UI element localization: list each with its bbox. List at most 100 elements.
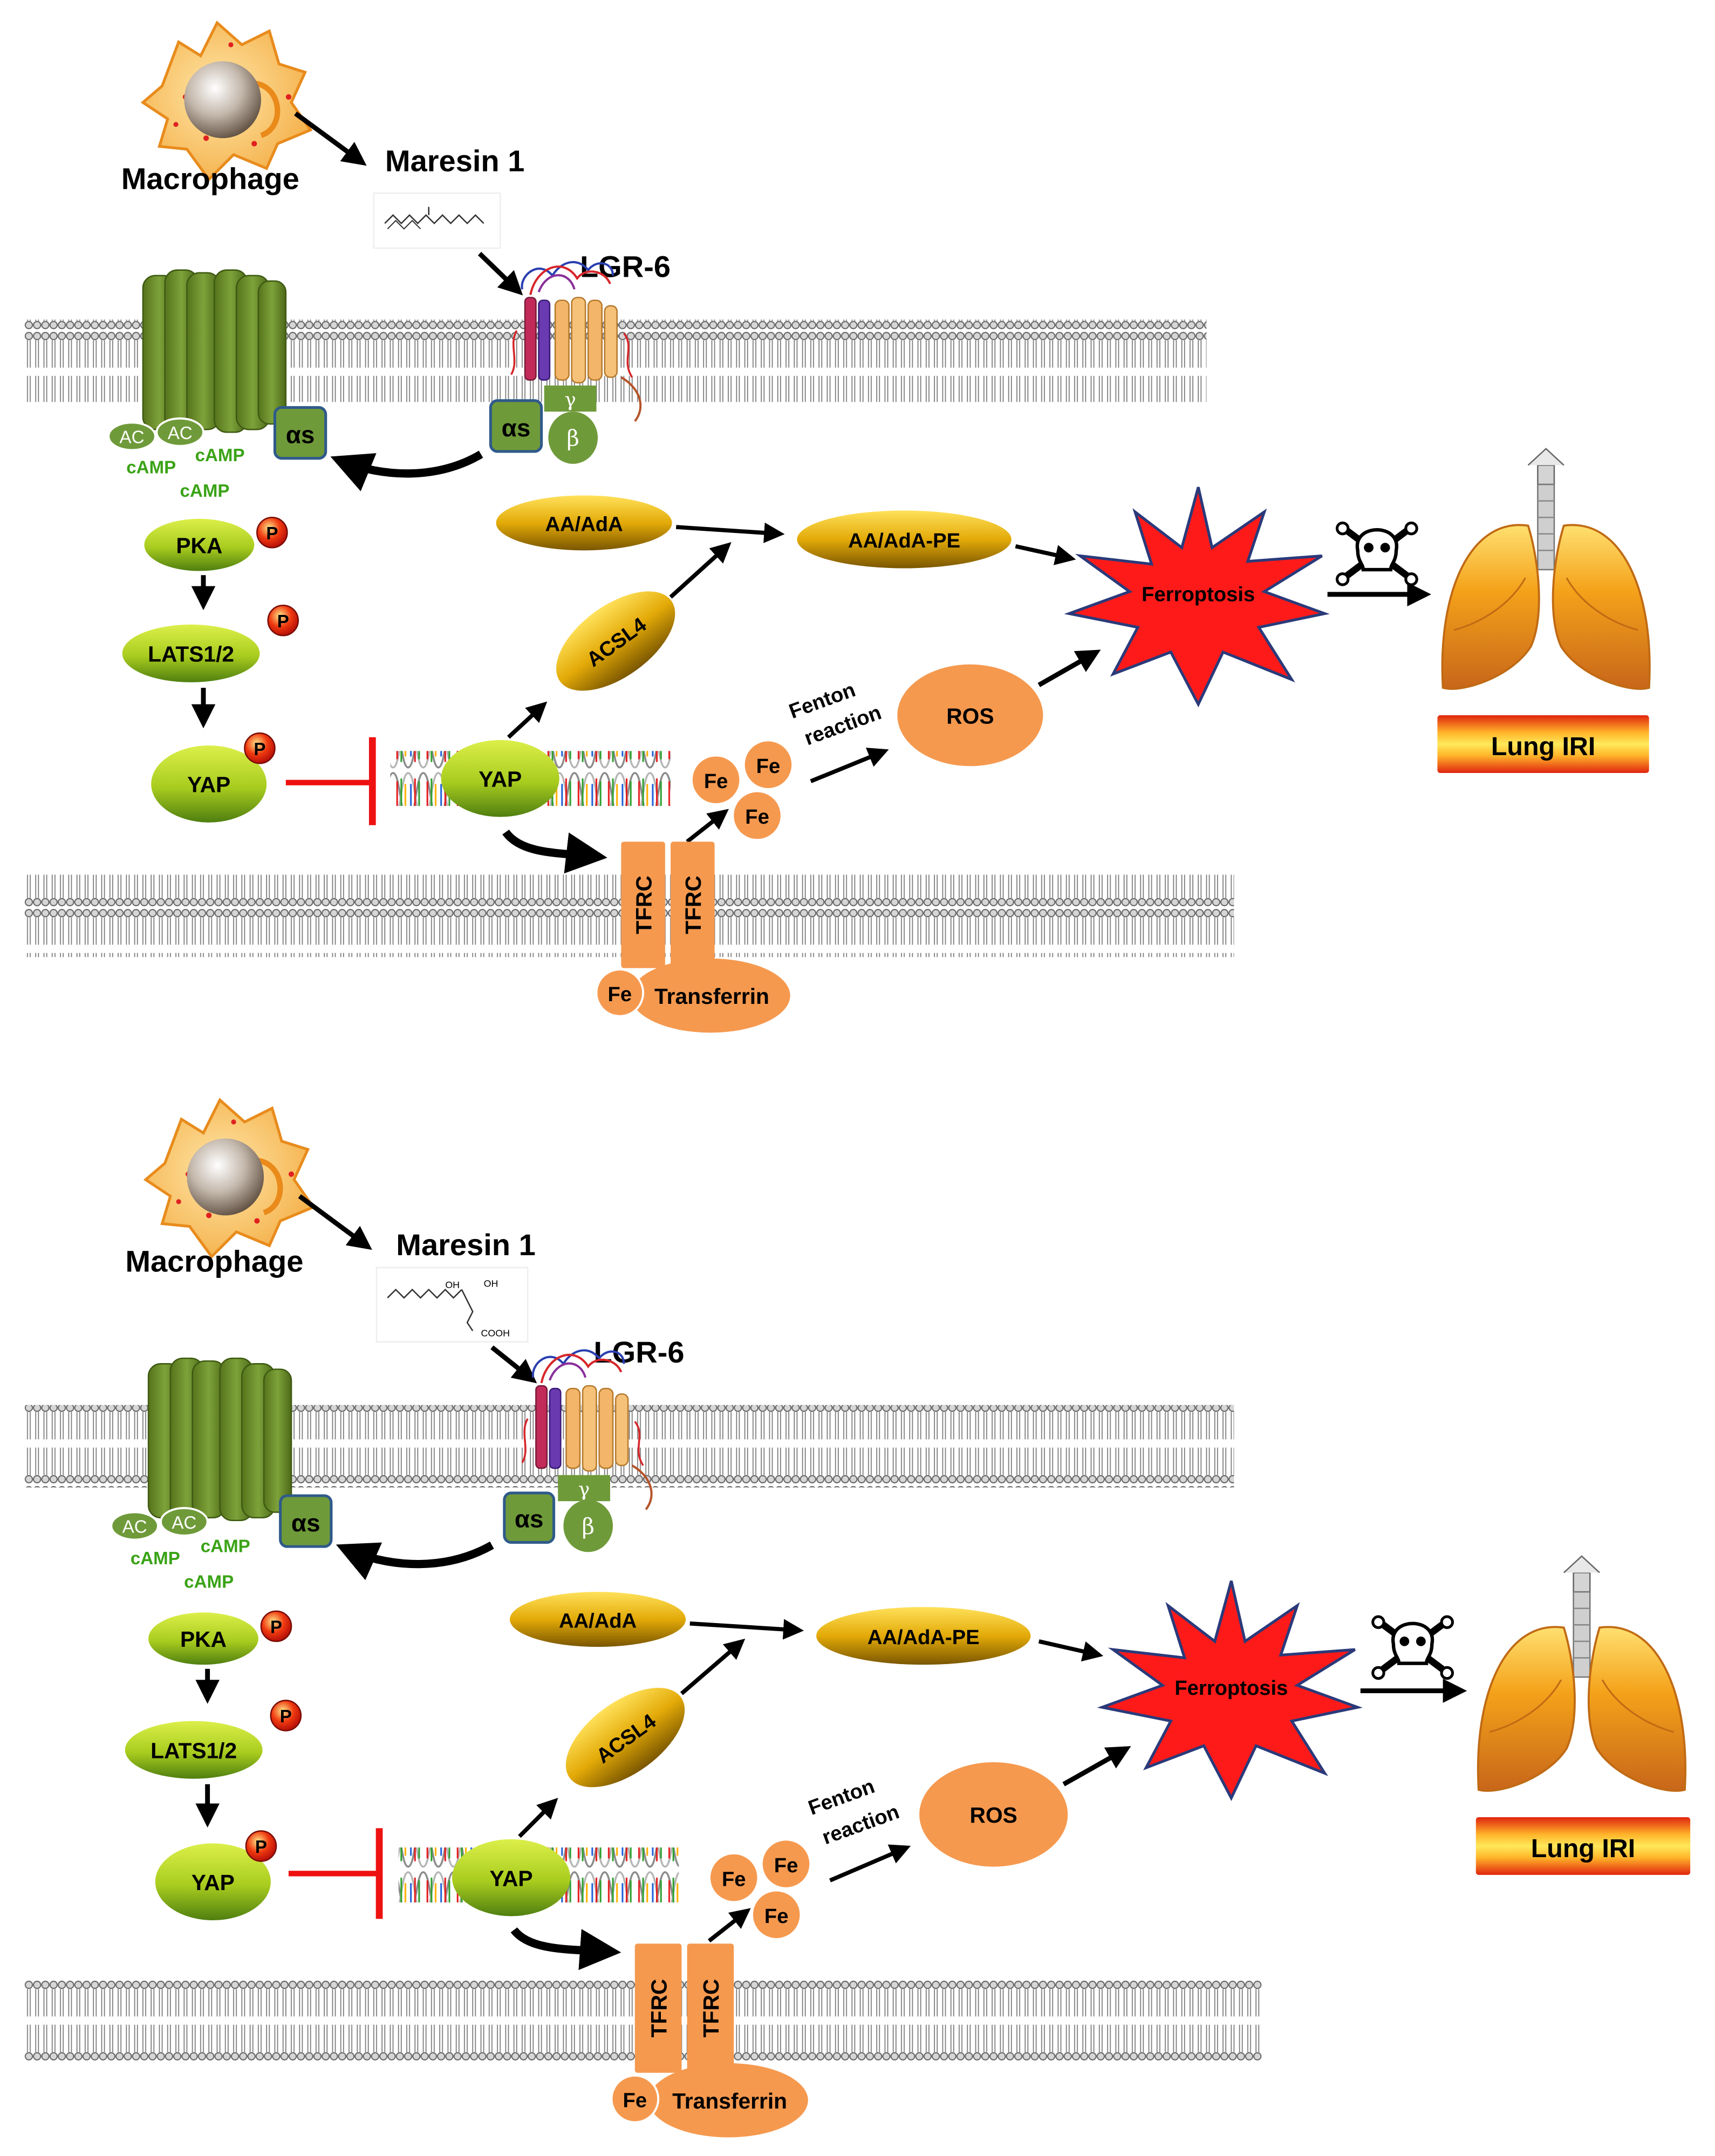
g-gamma-subunit [544, 385, 597, 412]
ferroptosis-label: Ferroptosis [1174, 1676, 1288, 1700]
arrow-aape-ferroptosis [1015, 544, 1076, 565]
pka-node [148, 1612, 258, 1665]
aape-label: AA/AdA-PE [867, 1626, 980, 1649]
phospho-label-yap: P [255, 1837, 267, 1857]
g-alpha-released [273, 406, 327, 460]
arrow-aa-aape [676, 522, 785, 543]
structure-cooh: COOH [481, 1327, 510, 1338]
acsl4-node [565, 1688, 685, 1788]
tfrc-receptor-1 [634, 1943, 682, 2073]
g-alpha-released-label: αs [286, 421, 315, 449]
fe-ion-2 [744, 741, 792, 789]
fe-label-3: Fe [745, 805, 769, 829]
camp-label-2: cAMP [201, 1536, 250, 1556]
camp-label-3: cAMP [180, 481, 230, 501]
arrow-aa-aape [689, 1619, 804, 1640]
arrow-galpha-to-ac [330, 450, 483, 491]
arrow-aape-ferroptosis [1038, 1639, 1104, 1662]
phospho-label-lats: P [280, 1707, 292, 1727]
aape-node [797, 510, 1012, 569]
fe-label-1: Fe [722, 1867, 746, 1891]
camp-label-3: cAMP [184, 1572, 234, 1592]
transferrin-node [648, 2063, 808, 2138]
g-beta-subunit [548, 412, 598, 464]
lats-node [125, 1721, 263, 1779]
g-beta-label: β [566, 426, 579, 451]
maresin-label: Maresin 1 [396, 1228, 536, 1262]
g-alpha-subunit [503, 1491, 556, 1544]
skull-crossbones-icon [1371, 1615, 1454, 1680]
transferrin-node [631, 958, 790, 1033]
yap-phospho-label: YAP [187, 772, 230, 797]
arrow-macrophage-maresin [294, 111, 367, 166]
aa-label: AA/AdA [559, 1609, 637, 1632]
lung-iri-label: Lung IRI [1491, 732, 1595, 761]
tfrc-label-2: TFRC [681, 875, 706, 934]
g-gamma-label: γ [578, 1479, 590, 1501]
camp-label-1: cAMP [126, 458, 176, 478]
ac-label-2: AC [172, 1513, 196, 1533]
ros-node [897, 664, 1043, 766]
g-beta-label: β [582, 1514, 595, 1539]
ac-ellipse-1 [107, 421, 156, 451]
camp-label-1: cAMP [131, 1549, 180, 1569]
fe-label-transferrin: Fe [608, 983, 632, 1006]
fe-label-3: Fe [764, 1905, 789, 1928]
yap-phospho-node [155, 1843, 271, 1920]
macrophage-label: Macrophage [125, 1244, 303, 1278]
ferroptosis-star [1064, 487, 1330, 708]
fe-ion-transferrin [610, 2074, 660, 2124]
g-alpha-label: αs [502, 414, 531, 442]
pka-node [144, 518, 255, 571]
transferrin-label: Transferrin [654, 984, 769, 1009]
aape-node [816, 1607, 1031, 1665]
macrophage-icon [140, 20, 313, 182]
yap-node [441, 740, 559, 817]
structure-oh-2: OH [484, 1278, 498, 1289]
lgr6-label: LGR-6 [580, 249, 671, 283]
acsl4-node [556, 591, 675, 691]
fe-label-2: Fe [756, 755, 781, 778]
camp-label-2: cAMP [195, 446, 245, 466]
skull-crossbones-icon [1335, 521, 1418, 586]
yap-phospho-label: YAP [192, 1870, 235, 1895]
g-gamma-subunit [558, 1475, 610, 1502]
arrow-fe-ros [829, 1844, 911, 1883]
tfrc-label-1: TFRC [646, 1979, 671, 2038]
ferroptosis-label: Ferroptosis [1142, 583, 1255, 606]
fe-label-transferrin: Fe [623, 2089, 647, 2112]
ac-label-2: AC [168, 423, 193, 443]
fe-label-2: Fe [774, 1854, 798, 1877]
ac-label-1: AC [120, 428, 145, 448]
arrow-tfrc-fe [686, 809, 729, 844]
lung-icon [1477, 1555, 1686, 1792]
yap-phospho-node [151, 745, 267, 823]
tfrc-receptor-2 [687, 1943, 734, 2073]
ros-label: ROS [946, 703, 994, 728]
transferrin-label: Transferrin [672, 2089, 787, 2113]
g-protein-complex: αs γ β [503, 1475, 613, 1552]
ac-label-1: AC [122, 1517, 147, 1537]
maresin-structure-icon [373, 192, 501, 249]
aa-label: AA/AdA [545, 513, 623, 536]
ac-ellipse-1 [110, 1511, 159, 1541]
aape-label: AA/AdA-PE [848, 529, 960, 552]
g-alpha-subunit [489, 399, 543, 453]
arrow-yap-tfrc [502, 829, 607, 874]
g-beta-subunit [563, 1500, 613, 1552]
ferroptosis-star [1097, 1580, 1363, 1801]
adenylyl-cyclase-channel [142, 269, 287, 433]
lats-label: LATS1/2 [151, 1738, 237, 1763]
arrow-maresin-lgr6 [477, 251, 523, 296]
pka-label: PKA [180, 1627, 227, 1652]
fe-ion-1 [710, 1854, 757, 1901]
fe-ion-2 [762, 1840, 810, 1887]
arrow-galpha-to-ac [336, 1541, 494, 1580]
panel-2: Macrophage Maresin 1 OH OH COOH LGR-6 [24, 1098, 1691, 2138]
fe-ion-1 [692, 756, 740, 804]
arrow-yap-acsl4 [518, 1797, 558, 1838]
macrophage-label: Macrophage [121, 161, 299, 195]
arrow-ros-ferroptosis [1037, 649, 1101, 687]
lgr6-receptor [521, 1349, 653, 1510]
panel-1: Macrophage Maresin 1 LGR-6 [24, 20, 1651, 1033]
